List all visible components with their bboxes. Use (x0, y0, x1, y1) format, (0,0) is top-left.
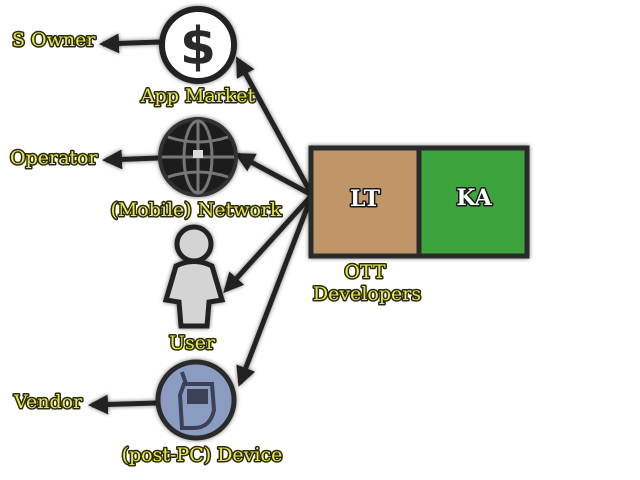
arrow-to-vendor (88, 394, 157, 415)
ott-label: OTT (344, 261, 386, 283)
device-label: (post-PC) Device (122, 444, 283, 466)
vendor-label: Vendor (13, 391, 83, 413)
arrow-to-operator (102, 149, 159, 170)
ott-boxes (308, 145, 530, 259)
arrow-to-owner (99, 33, 161, 54)
network-label: (Mobile) Network (110, 199, 282, 221)
box-ka (416, 145, 530, 259)
arrow-to-device (236, 194, 315, 387)
network-node (158, 117, 238, 197)
ott-arrows (223, 56, 315, 387)
person-icon (162, 224, 226, 329)
app-market-node: $ (159, 6, 237, 84)
app-market-label: App Market (140, 85, 256, 107)
device-node (155, 359, 237, 441)
external-arrows (88, 33, 161, 415)
user-label: User (169, 332, 216, 354)
developers-label: Developers (313, 283, 421, 305)
svg-text:$: $ (180, 17, 216, 77)
box-ka-label: KA (456, 185, 492, 211)
arrow-to-network (234, 152, 314, 198)
operator-label: Operator (10, 147, 98, 169)
owner-label: S Owner (12, 29, 96, 51)
arrow-to-app-market (235, 56, 315, 197)
box-lt-label: LT (350, 186, 381, 212)
user-node (162, 224, 226, 329)
arrow-to-user (223, 193, 314, 293)
dollar-icon (159, 6, 237, 84)
